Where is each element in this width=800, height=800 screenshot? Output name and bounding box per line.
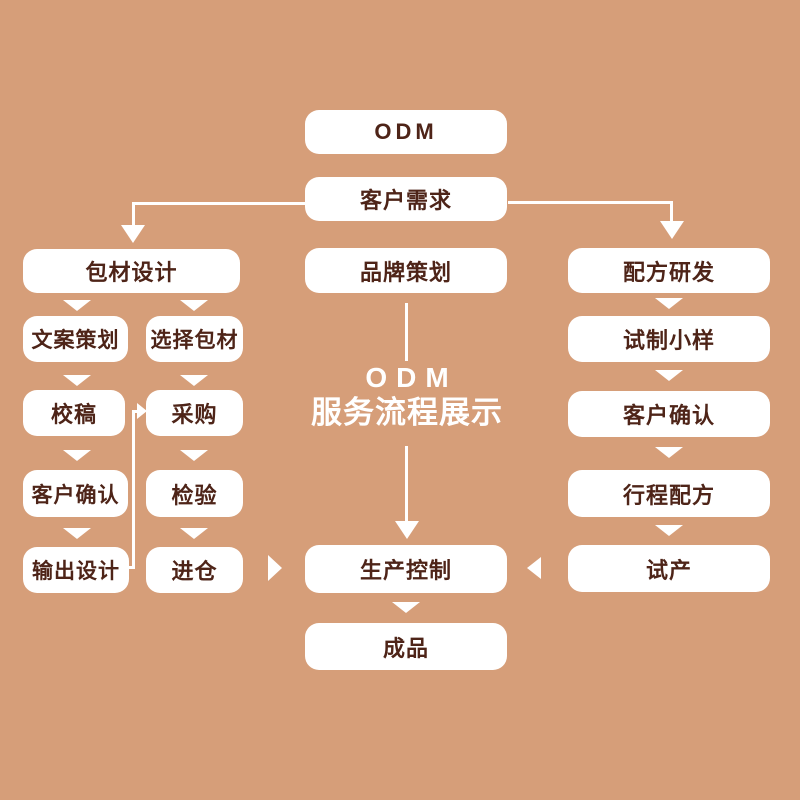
arrow-right-icon bbox=[268, 555, 282, 581]
node-trial-sample: 试制小样 bbox=[568, 316, 770, 362]
line-segment bbox=[132, 202, 135, 226]
arrow-down-icon bbox=[63, 528, 91, 539]
line-segment bbox=[127, 566, 135, 569]
arrow-down-icon bbox=[655, 525, 683, 536]
diagram-title-line2: 服务流程展示 bbox=[311, 395, 503, 430]
node-form-formula: 行程配方 bbox=[568, 470, 770, 517]
node-select-packaging: 选择包材 bbox=[146, 316, 243, 362]
node-warehousing: 进仓 bbox=[146, 547, 243, 593]
arrow-left-icon bbox=[527, 557, 541, 579]
arrow-down-icon bbox=[655, 370, 683, 381]
node-customer-confirm-right: 客户确认 bbox=[568, 391, 770, 437]
node-trial-production: 试产 bbox=[568, 545, 770, 592]
arrow-down-icon bbox=[180, 375, 208, 386]
line-segment bbox=[132, 202, 305, 205]
node-packaging-design: 包材设计 bbox=[23, 249, 240, 293]
arrow-down-icon bbox=[392, 602, 420, 613]
line-segment bbox=[405, 446, 408, 522]
arrowhead-down-icon bbox=[660, 221, 684, 239]
arrow-down-icon bbox=[180, 300, 208, 311]
arrow-down-icon bbox=[655, 298, 683, 309]
node-copywriting: 文案策划 bbox=[23, 316, 128, 362]
arrowhead-right-icon bbox=[137, 403, 147, 419]
node-purchasing: 采购 bbox=[146, 390, 243, 436]
arrow-down-icon bbox=[180, 450, 208, 461]
node-output-design: 输出设计 bbox=[23, 547, 129, 593]
arrow-down-icon bbox=[180, 528, 208, 539]
node-formula-rd: 配方研发 bbox=[568, 248, 770, 293]
line-segment bbox=[508, 201, 673, 204]
line-segment bbox=[670, 201, 673, 222]
node-brand-planning: 品牌策划 bbox=[305, 248, 507, 293]
node-finished-product: 成品 bbox=[305, 623, 507, 670]
diagram-title-line1: ODM bbox=[365, 362, 458, 393]
arrowhead-down-icon bbox=[121, 225, 145, 243]
node-customer-needs: 客户需求 bbox=[305, 177, 507, 221]
arrow-down-icon bbox=[655, 447, 683, 458]
node-inspection: 检验 bbox=[146, 470, 243, 517]
diagram-title: ODM 服务流程展示 bbox=[296, 362, 518, 431]
arrow-down-icon bbox=[63, 450, 91, 461]
line-segment bbox=[405, 303, 408, 361]
node-customer-confirm-left: 客户确认 bbox=[23, 470, 128, 517]
line-segment bbox=[132, 410, 138, 413]
node-odm: ODM bbox=[305, 110, 507, 154]
node-production-control: 生产控制 bbox=[305, 545, 507, 593]
arrow-down-icon bbox=[63, 300, 91, 311]
arrow-down-icon bbox=[63, 375, 91, 386]
arrowhead-down-icon bbox=[395, 521, 419, 539]
node-proofreading: 校稿 bbox=[23, 390, 125, 436]
line-segment bbox=[132, 410, 135, 569]
